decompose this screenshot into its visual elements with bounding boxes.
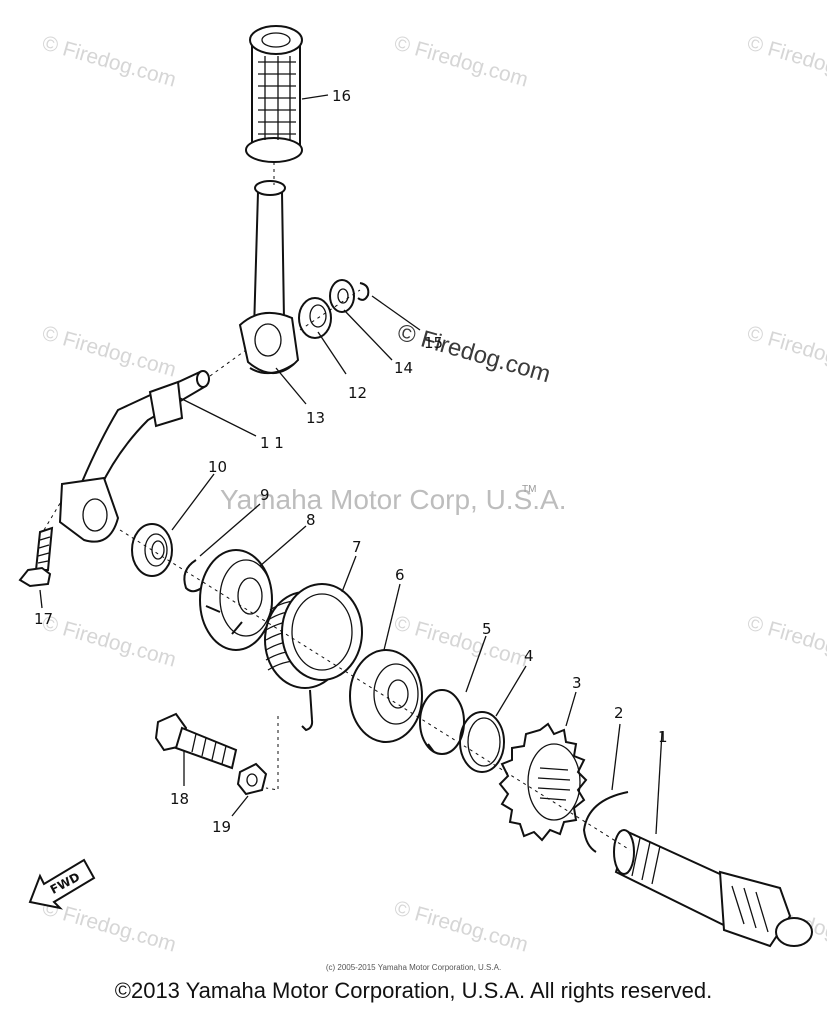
callout-16: 16 (332, 87, 351, 105)
part-13-kick-crank (238, 180, 300, 375)
leader-line (317, 331, 347, 375)
callout-5: 5 (482, 620, 492, 638)
callout-8: 8 (306, 511, 316, 529)
part-8-spring-guide (199, 549, 273, 651)
part-15-clip (357, 282, 370, 301)
leader-line (343, 309, 393, 361)
leader-line (259, 525, 307, 567)
leader-line (275, 367, 307, 405)
assembly-line (209, 349, 247, 377)
leader-line (655, 731, 663, 835)
leader-line (231, 795, 249, 817)
callout-11: 1 1 (260, 434, 284, 452)
part-16-grip (245, 25, 303, 163)
part-12-bushing (298, 297, 332, 339)
part-7-kick-spring (264, 583, 363, 732)
footer-copyright: ©2013 Yamaha Motor Corporation, U.S.A. A… (114, 978, 713, 1003)
part-5-circlip (419, 689, 465, 755)
leader-line (171, 473, 215, 531)
callout-2: 2 (614, 704, 624, 722)
callout-19: 19 (212, 818, 231, 836)
trademark-mark: TM (522, 484, 537, 495)
callout-9: 9 (260, 486, 270, 504)
callout-1: 1 (658, 728, 668, 746)
part-9-circlip (183, 559, 207, 593)
small-copyright: (c) 2005-2015 Yamaha Motor Corporation, … (325, 963, 502, 972)
part-17-bolt (18, 526, 54, 588)
part-14-washer (329, 279, 355, 313)
part-2-circlip (582, 791, 629, 853)
callout-12: 12 (348, 384, 367, 402)
leader-line (199, 503, 261, 557)
leader-line (565, 691, 577, 727)
part-18-bolt (154, 712, 238, 770)
part-4-washer (459, 711, 505, 773)
assembly-line (299, 289, 361, 331)
assembly-line (265, 716, 279, 791)
callout-6: 6 (395, 566, 405, 584)
leader-line (495, 665, 527, 717)
callout-13: 13 (306, 409, 325, 427)
leader-line (383, 583, 401, 651)
callout-7: 7 (352, 538, 362, 556)
leader-line (39, 589, 43, 609)
part-1-kick-axle (613, 829, 813, 948)
leader-line (341, 555, 357, 593)
callout-3: 3 (572, 674, 582, 692)
part-3-kick-gear (498, 722, 588, 842)
leader-line (465, 635, 487, 693)
part-6-spring-plate (349, 649, 423, 743)
leader-line (301, 94, 329, 100)
leader-line (179, 397, 257, 437)
assembly-line (119, 529, 631, 851)
callout-10: 10 (208, 458, 227, 476)
leader-line (611, 723, 621, 791)
callout-17: 17 (34, 610, 53, 628)
callout-15: 15 (424, 334, 443, 352)
part-19-nut (236, 762, 268, 796)
callout-4: 4 (524, 647, 534, 665)
leader-line (371, 295, 421, 331)
brand-watermark: Yamaha Motor Corp, U.S.A. (220, 484, 567, 515)
part-11-kick-arm (58, 370, 210, 543)
forward-direction-arrow-icon: FWD (28, 858, 96, 910)
callout-18: 18 (170, 790, 189, 808)
callout-14: 14 (394, 359, 413, 377)
assembly-line (43, 499, 63, 531)
